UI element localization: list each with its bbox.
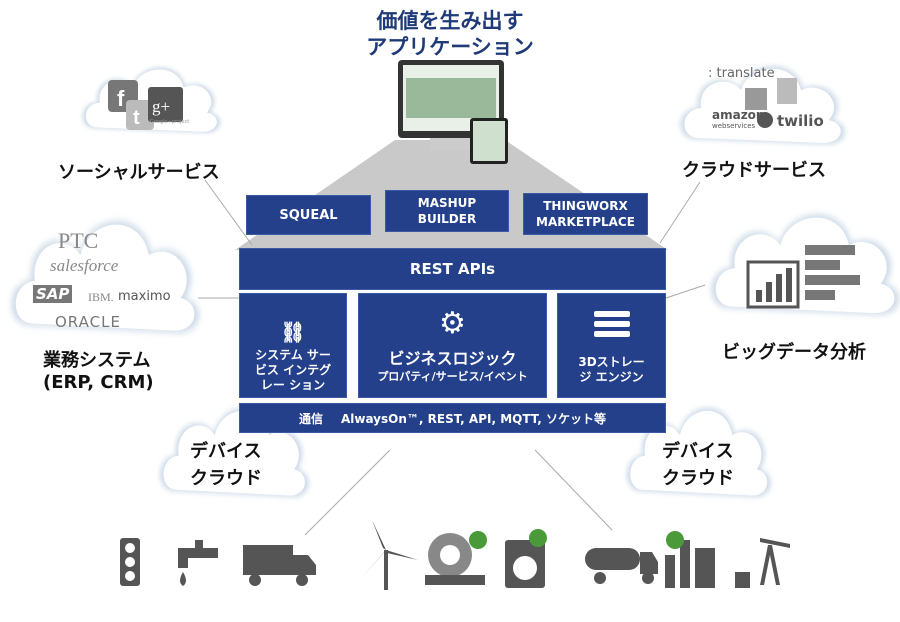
maximo-logo: maximo	[118, 289, 171, 304]
cloud-service-icons	[745, 78, 797, 128]
sap-logo: SAP	[33, 285, 73, 303]
bar-chart-icon	[746, 245, 860, 309]
translate-logo: : translate	[708, 66, 775, 81]
social-services-label: ソーシャルサービス	[58, 162, 220, 183]
title-line-2: アプリケーション	[366, 35, 534, 59]
storage-icon	[593, 307, 630, 341]
mashup-builder-box: MASHUP BUILDER	[385, 190, 509, 232]
aws-logo: webservices	[712, 122, 756, 130]
factory-icon	[665, 531, 715, 588]
connector-devices-left	[304, 449, 391, 536]
title-line-1: 価値を生み出す	[376, 9, 524, 33]
salesforce-logo: salesforce	[50, 256, 119, 275]
ibm-logo: IBM.	[88, 290, 114, 304]
big-data-label: ビッグデータ分析	[722, 342, 866, 363]
integration-module: ⛓ システム サービス インテグレー ション	[239, 293, 347, 398]
communication-protocols: AlwaysOn™, REST, API, MQTT, ソケット等	[340, 411, 607, 426]
communication-bar: 通信 AlwaysOn™, REST, API, MQTT, ソケット等	[239, 403, 666, 433]
washing-machine-icon	[505, 529, 547, 588]
device-cloud-left-line1: デバイス	[190, 441, 262, 462]
ptc-logo: PTC	[58, 228, 99, 253]
device-cloud-right-line1: デバイス	[662, 441, 734, 462]
connector-big-data	[665, 284, 706, 299]
social-icons: f t g+	[108, 80, 183, 130]
link-icon: ⛓	[280, 320, 306, 344]
svg-text:g+: g+	[152, 97, 170, 116]
connector-social	[204, 179, 253, 246]
business-logic-subtitle: プロパティ/サービス/イベント	[377, 370, 528, 383]
device-cloud-left-line2: クラウド	[190, 468, 262, 489]
business-systems-sublabel: (ERP, CRM)	[43, 372, 154, 393]
thingworx-marketplace-box: THINGWORX MARKETPLACE	[523, 193, 648, 235]
gears-icon: ⚙	[439, 306, 466, 341]
integration-label: システム サービス インテグレー ション	[254, 348, 332, 392]
traffic-light-icon	[120, 538, 140, 586]
business-systems-label: 業務システム	[43, 350, 151, 371]
communication-label: 通信	[298, 411, 323, 426]
cloud-services-label: クラウドサービス	[682, 160, 826, 181]
connector-cloud-services	[659, 181, 701, 244]
wind-turbine-icon	[360, 520, 418, 590]
device-icons	[120, 520, 790, 590]
svg-text:f: f	[117, 86, 125, 111]
mri-scanner-icon	[425, 531, 487, 585]
squeal-box: SQUEAL	[246, 195, 371, 235]
oil-pump-icon	[735, 538, 790, 588]
storage-module: 3Dストレージ エンジン	[557, 293, 666, 398]
twilio-logo: twilio	[777, 112, 824, 130]
faucet-icon	[178, 540, 218, 586]
oracle-logo: ORACLE	[55, 313, 121, 331]
tanker-truck-icon	[585, 548, 658, 584]
connector-devices-right	[534, 449, 613, 531]
business-logic-title: ビジネスロジック	[388, 349, 517, 368]
google-project-logo: Google+project	[150, 119, 190, 125]
amazon-logo: amazon	[712, 108, 765, 122]
truck-icon	[243, 545, 316, 586]
storage-label: 3Dストレージ エンジン	[578, 354, 645, 384]
monitor-icon	[398, 60, 508, 164]
business-logic-module: ⚙ ビジネスロジック プロパティ/サービス/イベント	[358, 293, 547, 398]
device-cloud-right-line2: クラウド	[662, 468, 734, 489]
rest-apis-bar: REST APIs	[239, 248, 666, 290]
svg-text:t: t	[133, 107, 140, 129]
